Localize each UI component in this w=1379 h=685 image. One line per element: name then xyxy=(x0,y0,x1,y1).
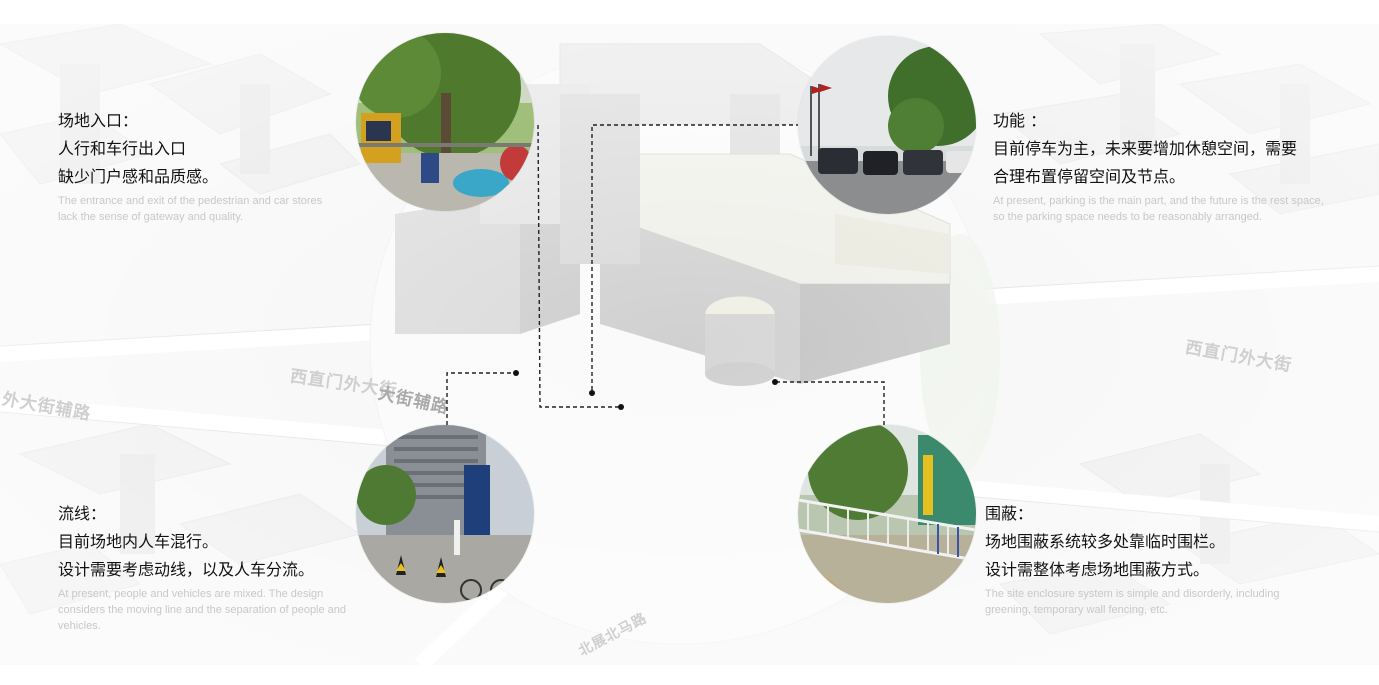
entrance-title: 场地入口： xyxy=(58,111,139,130)
enclosure-english: The site enclosure system is simple and … xyxy=(985,588,1280,616)
enclosure-title: 围蔽： xyxy=(985,504,1034,523)
enclosure-photo xyxy=(798,425,976,603)
circulation-annotation: 流线： 目前场地内人车混行。 设计需要考虑动线，以及人车分流。 At prese… xyxy=(58,500,353,634)
function-english: At present, parking is the main part, an… xyxy=(993,195,1324,223)
enclosure-annotation: 围蔽： 场地围蔽系统较多处靠临时围栏。 设计需整体考虑场地围蔽方式。 The s… xyxy=(985,500,1315,618)
function-line-1: 目前停车为主，未来要增加休憩空间，需要 xyxy=(993,139,1298,158)
enclosure-line-1: 场地围蔽系统较多处靠临时围栏。 xyxy=(985,532,1226,551)
function-photo xyxy=(798,36,976,214)
entrance-line-1: 人行和车行出入口 xyxy=(58,139,187,158)
circulation-title: 流线： xyxy=(58,504,107,523)
circulation-photo xyxy=(356,425,534,603)
circulation-line-2: 设计需要考虑动线，以及人车分流。 xyxy=(58,560,315,579)
circulation-line-1: 目前场地内人车混行。 xyxy=(58,532,219,551)
function-annotation: 功能 ： 目前停车为主，未来要增加休憩空间，需要 合理布置停留空间及节点。 At… xyxy=(993,107,1333,225)
circulation-english: At present, people and vehicles are mixe… xyxy=(58,588,347,632)
entrance-photo xyxy=(356,33,534,211)
function-line-2: 合理布置停留空间及节点。 xyxy=(993,167,1186,186)
function-title: 功能 ： xyxy=(993,111,1047,130)
entrance-annotation: 场地入口： 人行和车行出入口 缺少门户感和品质感。 The entrance a… xyxy=(58,107,328,225)
enclosure-line-2: 设计需整体考虑场地围蔽方式。 xyxy=(985,560,1210,579)
entrance-english: The entrance and exit of the pedestrian … xyxy=(58,195,323,223)
entrance-line-2: 缺少门户感和品质感。 xyxy=(58,167,219,186)
